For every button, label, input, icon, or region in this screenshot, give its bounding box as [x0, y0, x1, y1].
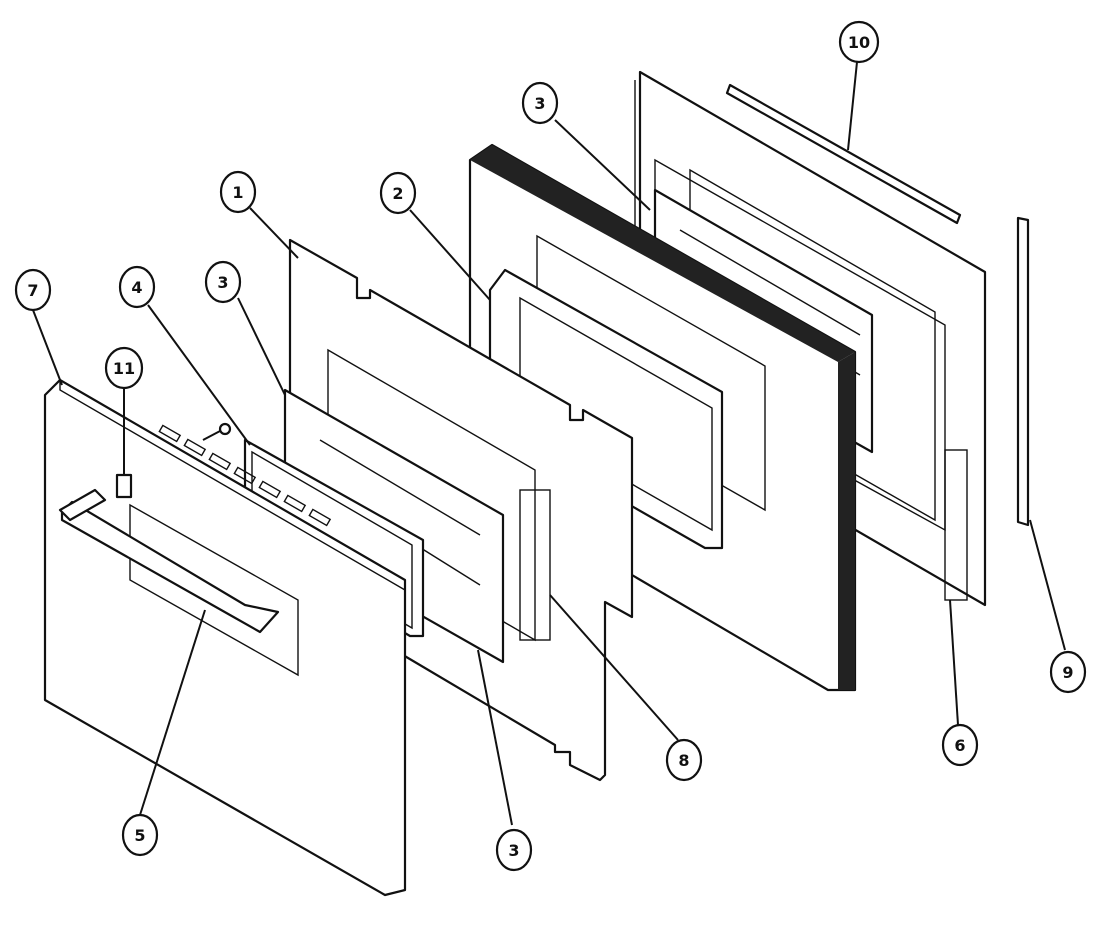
callout-3-middle: 3: [204, 260, 242, 304]
callout-5: 5: [121, 813, 159, 857]
vent-slots: [158, 424, 332, 527]
callout-7-label: 7: [27, 281, 38, 300]
callout-3-lower: 3: [495, 828, 533, 872]
callout-4-label: 4: [131, 278, 142, 297]
door-clip-part: [115, 473, 133, 499]
callout-4: 4: [118, 265, 156, 309]
callout-8-label: 8: [678, 751, 689, 770]
latch-bracket: [519, 489, 551, 641]
side-trim-strip-part: [1016, 216, 1030, 527]
callout-2: 2: [379, 171, 417, 215]
callout-6-label: 6: [954, 736, 965, 755]
callout-8: 8: [665, 738, 703, 782]
callout-10: 10: [838, 20, 880, 64]
callout-9: 9: [1049, 650, 1087, 694]
callout-3-upper-label: 3: [534, 94, 545, 113]
mounting-screw-part: [202, 422, 232, 441]
callout-3-upper: 3: [521, 81, 559, 125]
callout-7: 7: [14, 268, 52, 312]
leader-lines: [32, 61, 1066, 826]
callout-10-label: 10: [848, 33, 870, 52]
callout-3-middle-label: 3: [217, 273, 228, 292]
door-handle-part: [58, 488, 280, 634]
callout-9-label: 9: [1062, 663, 1073, 682]
callout-1-label: 1: [232, 183, 243, 202]
callout-6: 6: [941, 723, 979, 767]
callout-3-lower-label: 3: [508, 841, 519, 860]
callout-11-label: 11: [113, 359, 135, 378]
callout-2-label: 2: [392, 184, 403, 203]
door-hinge-bracket: [944, 449, 968, 601]
callout-1: 1: [219, 170, 257, 214]
callout-11: 11: [104, 346, 144, 390]
top-trim-strip-part: [725, 83, 962, 225]
callout-5-label: 5: [134, 826, 145, 845]
